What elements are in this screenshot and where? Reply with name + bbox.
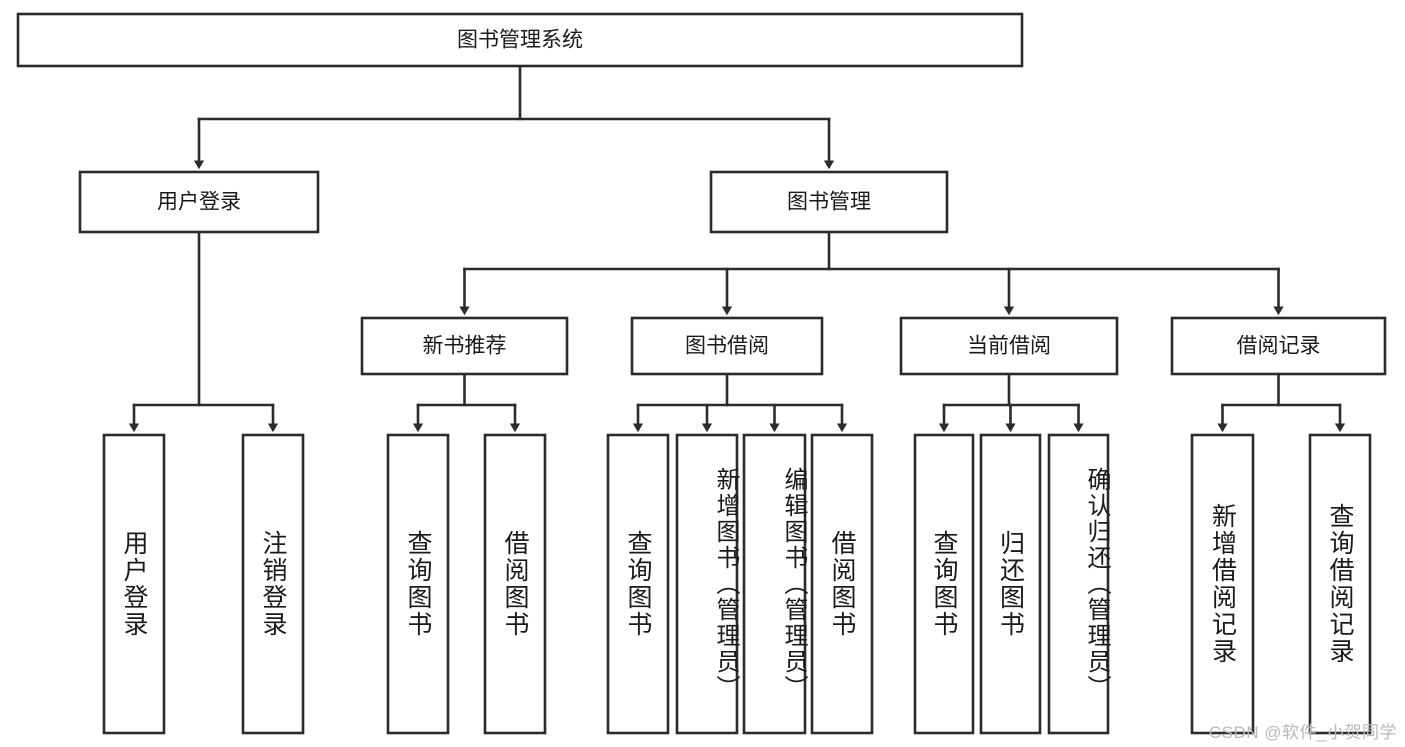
node-box-leaf-query-borrow-record[interactable] <box>1308 433 1372 735</box>
node-label-root: 图书管理系统 <box>457 29 583 52</box>
node-label-new-book-recommend: 新书推荐 <box>423 335 507 358</box>
node-box-leaf-user-logout[interactable] <box>241 433 305 735</box>
node-box-leaf-confirm-return-admin[interactable] <box>1047 433 1110 735</box>
node-box-book-management[interactable] <box>709 170 949 234</box>
node-box-leaf-query-book-rec[interactable] <box>386 433 450 735</box>
node-label-user-login: 用户登录 <box>157 191 241 214</box>
node-label-current-borrow: 当前借阅 <box>967 335 1051 358</box>
node-box-root[interactable] <box>16 12 1024 68</box>
node-box-leaf-borrow-book-rec[interactable] <box>483 433 547 735</box>
node-box-new-book-recommend[interactable] <box>360 316 569 376</box>
node-box-leaf-add-book-admin[interactable] <box>675 433 739 735</box>
node-box-leaf-add-borrow-record[interactable] <box>1190 433 1255 735</box>
node-box-current-borrow[interactable] <box>899 316 1119 376</box>
node-box-leaf-user-login[interactable] <box>102 433 166 735</box>
node-box-user-login[interactable] <box>78 170 320 234</box>
csdn-watermark: CSDN @软件_小贺同学 <box>1208 723 1397 742</box>
node-box-book-borrow[interactable] <box>630 316 824 376</box>
node-box-leaf-query-book-current[interactable] <box>913 433 975 735</box>
node-box-leaf-query-book-borrow[interactable] <box>606 433 670 735</box>
node-box-leaf-return-book[interactable] <box>979 433 1042 735</box>
node-box-borrow-record[interactable] <box>1170 316 1387 376</box>
connector-lines-layer <box>128 64 1346 433</box>
node-boxes-layer <box>16 12 1387 735</box>
node-label-book-management: 图书管理 <box>787 191 871 214</box>
node-box-leaf-edit-book-admin[interactable] <box>742 433 807 735</box>
node-label-borrow-record: 借阅记录 <box>1237 335 1321 358</box>
node-box-leaf-borrow-book[interactable] <box>810 433 874 735</box>
node-label-book-borrow: 图书借阅 <box>685 335 769 358</box>
